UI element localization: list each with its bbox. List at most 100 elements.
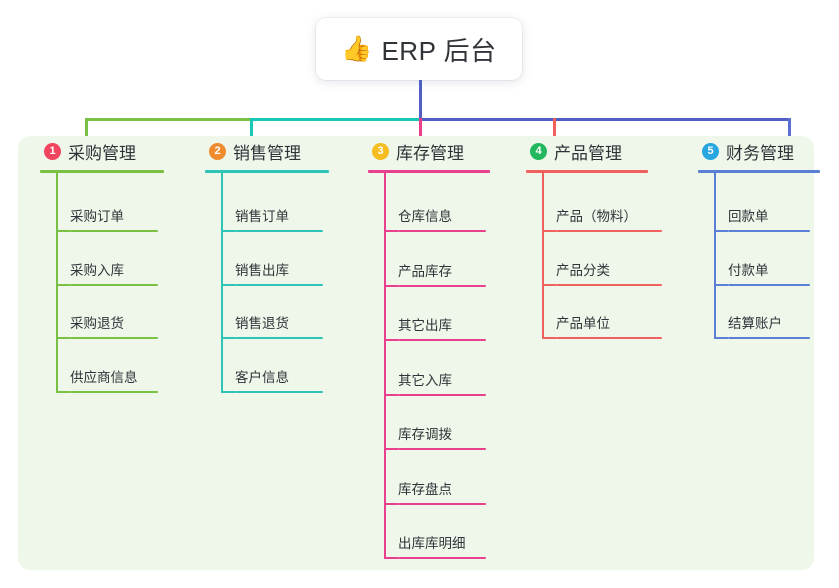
connector-drop-4	[553, 118, 556, 142]
leaf-item-underline	[235, 390, 323, 393]
branch-header-4[interactable]: 4 产品管理	[526, 136, 622, 166]
root-node-title: ERP 后台	[381, 35, 497, 66]
leaf-item-underline	[728, 337, 810, 339]
leaf-item-label: 库存调拨	[398, 427, 452, 442]
branch-badge-3: 3	[372, 142, 389, 160]
connector-bus-blue	[419, 118, 791, 121]
leaf-item[interactable]: 产品（物料）	[542, 198, 662, 232]
branch-spine-2	[221, 170, 223, 393]
leaf-item[interactable]: 产品库存	[384, 253, 486, 287]
leaf-item[interactable]: 客户信息	[221, 359, 323, 393]
leaf-item-connector	[56, 390, 70, 393]
leaf-item-underline	[398, 339, 486, 341]
branch-title-4: 产品管理	[554, 143, 622, 163]
leaf-item[interactable]: 付款单	[714, 252, 810, 286]
leaf-item-label: 采购订单	[70, 209, 124, 224]
leaf-item[interactable]: 产品分类	[542, 252, 662, 286]
leaf-item-label: 产品单位	[556, 316, 610, 331]
connector-trunk	[419, 80, 422, 120]
connector-drop-2	[250, 118, 253, 142]
leaf-item-connector	[542, 283, 556, 286]
branch-underline-4	[526, 170, 648, 173]
leaf-item-label: 付款单	[728, 262, 769, 278]
leaf-item-underline	[556, 230, 662, 232]
leaf-item-underline	[398, 230, 486, 232]
leaf-item-underline	[556, 283, 662, 286]
leaf-item-label: 销售退货	[235, 316, 289, 331]
leaf-item-connector	[384, 393, 398, 396]
leaf-item[interactable]: 其它出库	[384, 307, 486, 341]
leaf-item-connector	[384, 448, 398, 450]
leaf-item[interactable]: 仓库信息	[384, 198, 486, 232]
leaf-item[interactable]: 采购退货	[56, 305, 158, 339]
leaf-item-underline	[398, 284, 486, 287]
branch-badge-4: 4	[530, 142, 547, 160]
leaf-item-label: 采购入库	[70, 262, 124, 278]
leaf-item[interactable]: 销售订单	[221, 198, 323, 232]
leaf-item-connector	[56, 230, 70, 232]
branch-column-4[interactable]: 4 产品管理产品（物料） 产品分类产品单位	[526, 136, 662, 339]
leaf-item-label: 产品（物料）	[556, 209, 637, 224]
leaf-item-underline	[235, 230, 323, 232]
leaf-item-connector	[384, 502, 398, 505]
leaf-item-underline	[398, 448, 486, 450]
branch-header-2[interactable]: 2 销售管理	[205, 136, 301, 166]
leaf-item-connector	[221, 283, 235, 286]
connector-bus-teal	[250, 118, 420, 121]
leaf-item-underline	[398, 502, 486, 505]
leaf-item-label: 产品库存	[398, 263, 452, 279]
branch-spine-3	[384, 170, 386, 559]
leaf-item-connector	[221, 337, 235, 339]
branch-spine-4	[542, 170, 544, 339]
leaf-item-label: 其它出库	[398, 318, 452, 333]
leaf-item-label: 销售订单	[235, 209, 289, 224]
branch-title-3: 库存管理	[396, 143, 464, 163]
leaf-item-connector	[542, 337, 556, 339]
leaf-item-label: 仓库信息	[398, 209, 452, 224]
leaf-item[interactable]: 供应商信息	[56, 359, 158, 393]
root-node-content: 👍 ERP 后台	[341, 31, 496, 68]
connector-drop-3	[419, 118, 422, 142]
branch-header-3[interactable]: 3 库存管理	[368, 136, 464, 166]
leaf-item[interactable]: 回款单	[714, 198, 810, 232]
leaf-item-connector	[714, 283, 728, 286]
leaf-item[interactable]: 采购订单	[56, 198, 158, 232]
branch-title-2: 销售管理	[233, 143, 301, 163]
leaf-item-connector	[56, 283, 70, 286]
leaf-item[interactable]: 出库库明细	[384, 525, 486, 559]
branch-badge-1: 1	[44, 142, 61, 160]
leaf-item-underline	[398, 557, 486, 559]
leaf-item[interactable]: 产品单位	[542, 305, 662, 339]
leaf-item[interactable]: 采购入库	[56, 252, 158, 286]
leaf-item-connector	[221, 390, 235, 393]
leaf-item-label: 库存盘点	[398, 481, 452, 497]
leaf-item[interactable]: 销售退货	[221, 305, 323, 339]
branch-badge-2: 2	[209, 142, 226, 160]
leaf-item-underline	[556, 337, 662, 339]
root-node-card[interactable]: 👍 ERP 后台	[316, 18, 522, 80]
leaf-item-label: 销售出库	[235, 262, 289, 278]
leaf-item-underline	[728, 283, 810, 286]
branch-underline-2	[205, 170, 329, 173]
leaf-item[interactable]: 库存盘点	[384, 471, 486, 505]
branch-spine-1	[56, 170, 58, 393]
connector-drop-5	[788, 118, 791, 142]
leaf-item-underline	[70, 283, 158, 286]
branch-column-3[interactable]: 3 库存管理仓库信息产品库存其它出库其它入库库存调拨库存盘点出库库明细	[368, 136, 490, 559]
branch-badge-5: 5	[702, 142, 719, 160]
leaf-item[interactable]: 结算账户	[714, 305, 810, 339]
leaf-item[interactable]: 销售出库	[221, 252, 323, 286]
leaf-item-underline	[70, 337, 158, 339]
branch-column-2[interactable]: 2 销售管理销售订单销售出库销售退货客户信息	[205, 136, 329, 393]
leaf-item[interactable]: 其它入库	[384, 362, 486, 396]
leaf-item-connector	[384, 557, 398, 559]
leaf-item-label: 其它入库	[398, 372, 452, 388]
leaf-item[interactable]: 库存调拨	[384, 416, 486, 450]
branch-underline-1	[40, 170, 164, 173]
leaf-item-label: 采购退货	[70, 316, 124, 331]
